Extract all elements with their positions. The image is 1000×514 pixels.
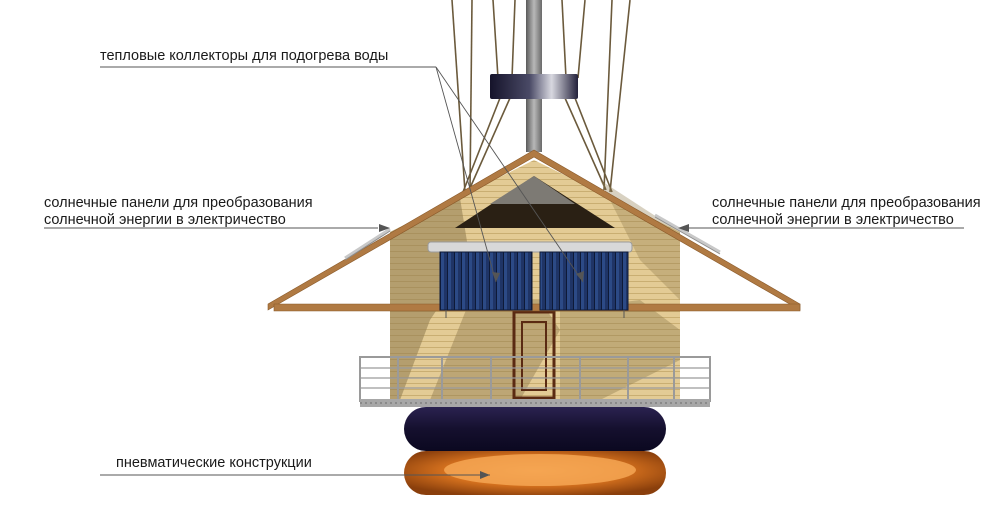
solar-panel-left bbox=[344, 227, 391, 261]
upper-pneumatic-float bbox=[404, 407, 666, 451]
collector-left bbox=[439, 251, 533, 311]
label-pneumatic-structures-text: пневматические конструкции bbox=[116, 455, 312, 471]
label-solar-panels-right: солнечные панели для преобразования солн… bbox=[712, 195, 981, 229]
deck-railing bbox=[359, 356, 711, 402]
suspension-cables bbox=[451, 0, 631, 193]
thermal-collectors bbox=[427, 241, 633, 318]
solar-panel-right bbox=[654, 213, 721, 255]
house-door bbox=[512, 310, 556, 400]
leader-arrowheads bbox=[379, 224, 689, 479]
label-solar-panels-right-line1: солнечные панели для преобразования bbox=[712, 195, 981, 211]
collector-right bbox=[539, 251, 629, 311]
label-solar-panels-left-line2: солнечной энергии в электричество bbox=[44, 212, 286, 228]
label-thermal-collectors-text: тепловые коллекторы для подогрева воды bbox=[100, 48, 389, 64]
label-solar-panels-right-line2: солнечной энергии в электричество bbox=[712, 212, 954, 228]
house-body bbox=[390, 160, 680, 400]
mast-ring bbox=[490, 74, 578, 99]
label-pneumatic-structures: пневматические конструкции bbox=[116, 455, 312, 472]
leader-lines bbox=[44, 66, 964, 476]
label-solar-panels-left-line1: солнечные панели для преобразования bbox=[44, 195, 313, 211]
label-thermal-collectors: тепловые коллекторы для подогрева воды bbox=[100, 48, 388, 65]
label-solar-panels-left: солнечные панели для преобразования солн… bbox=[44, 195, 313, 229]
